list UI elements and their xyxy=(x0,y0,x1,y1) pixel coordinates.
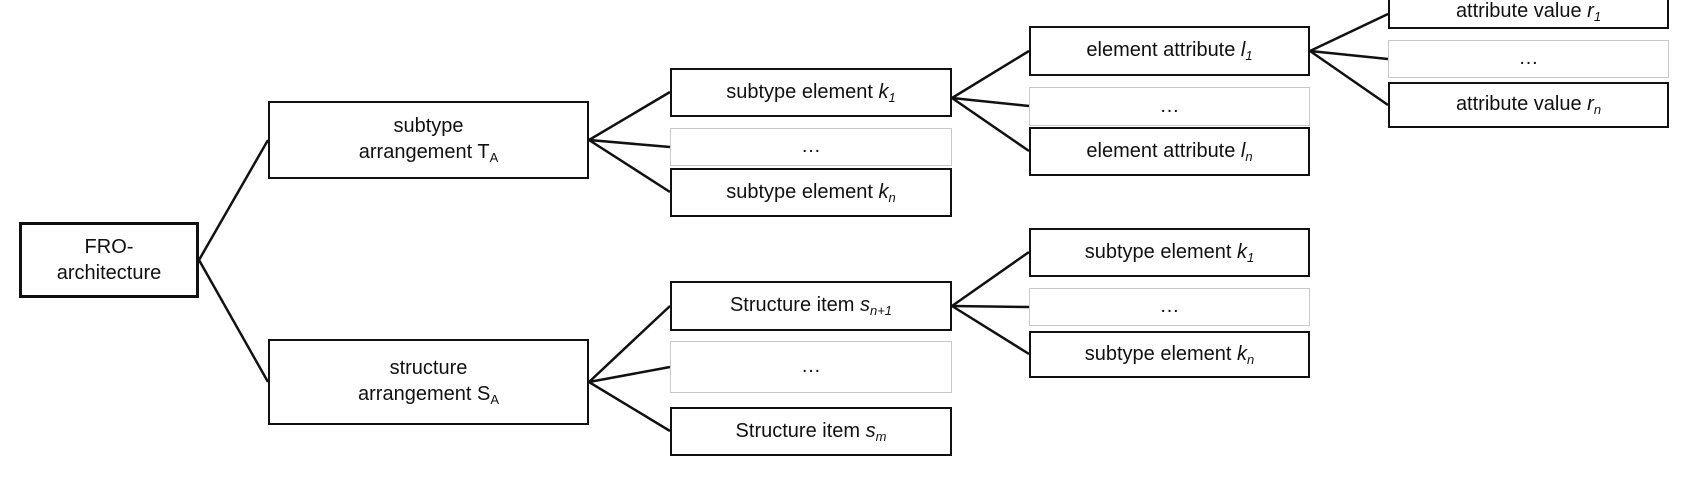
connector-line xyxy=(197,259,270,383)
node-subscript: A xyxy=(489,150,499,166)
fro-architecture-node: FRO-architecture xyxy=(19,222,199,298)
node-label: attribute value xyxy=(1455,93,1588,116)
node-label: … xyxy=(1159,295,1180,318)
node-subscript: n xyxy=(1245,148,1253,164)
node-label: Structure item xyxy=(735,419,866,442)
node-variable: r xyxy=(1587,93,1594,116)
node-variable: r xyxy=(1587,0,1594,23)
ellipsis-node-st-el-ell: … xyxy=(670,128,952,166)
ellipsis-node-sub-ell: … xyxy=(1029,288,1310,326)
node-label: … xyxy=(1159,94,1180,117)
node-variable: k xyxy=(1237,240,1248,263)
node-label: element attribute xyxy=(1086,39,1241,62)
node-s-item-n1: Structure item sn+1 xyxy=(670,281,952,331)
node-variable: l xyxy=(1240,139,1246,162)
node-subscript: 1 xyxy=(1247,249,1255,265)
node-label: subtype element xyxy=(726,80,879,103)
node-label: element attribute xyxy=(1086,139,1241,162)
node-label: structure xyxy=(389,357,468,380)
connector-line xyxy=(951,96,1030,108)
node-label: FRO- xyxy=(84,236,134,258)
ellipsis-node-s-item-ell: … xyxy=(670,341,952,393)
connector-line xyxy=(951,250,1030,308)
node-s-item-m: Structure item sm xyxy=(670,407,952,456)
connector-line xyxy=(588,138,671,194)
connector-line xyxy=(588,380,671,433)
node-variable: s xyxy=(859,294,870,317)
node-label: … xyxy=(1518,47,1539,70)
node-label: subtype element xyxy=(726,180,879,203)
node-val-rn: attribute value rn xyxy=(1388,82,1669,128)
node-label: … xyxy=(801,135,821,158)
node-variable: l xyxy=(1240,39,1246,62)
connector-line xyxy=(588,90,671,142)
node-label: arrangement S xyxy=(358,383,491,406)
connector-line xyxy=(951,304,1030,356)
node-sub-kn: subtype element kn xyxy=(1029,331,1310,378)
node-label: subtype xyxy=(393,115,464,138)
node-sub-k1: subtype element k1 xyxy=(1029,228,1310,277)
node-subscript: m xyxy=(875,428,887,444)
node-attr-ln: element attribute ln xyxy=(1029,127,1310,176)
node-subscript: 1 xyxy=(1245,48,1253,64)
connector-line xyxy=(1309,49,1389,61)
node-label: subtype element xyxy=(1084,342,1238,365)
node-variable: k xyxy=(878,180,889,203)
node-variable: s xyxy=(865,419,876,442)
connector-line xyxy=(588,138,671,149)
subtype-arrangement-node: subtype arrangement TA xyxy=(268,101,589,179)
node-label: architecture xyxy=(56,262,162,284)
node-subscript: n xyxy=(1593,102,1602,118)
connector-line xyxy=(197,139,270,261)
node-subscript: A xyxy=(490,392,499,408)
node-st-el-k1: subtype element k1 xyxy=(670,68,952,117)
node-subscript: n xyxy=(1247,351,1255,367)
node-attr-l1: element attribute l1 xyxy=(1029,26,1310,76)
connector-line xyxy=(951,304,1030,309)
node-variable: k xyxy=(878,80,889,103)
connector-line xyxy=(1309,12,1389,53)
node-label: arrangement T xyxy=(358,141,490,164)
node-label: subtype element xyxy=(1084,240,1238,263)
node-subscript: n xyxy=(888,189,896,205)
node-label: … xyxy=(801,355,821,378)
connector-line xyxy=(588,365,671,384)
connector-line xyxy=(1309,49,1389,107)
node-st-el-kn: subtype element kn xyxy=(670,168,952,217)
connector-line xyxy=(951,49,1030,100)
node-val-r1: attribute value r1 xyxy=(1388,0,1669,29)
node-label: Structure item xyxy=(729,294,860,317)
node-variable: k xyxy=(1237,342,1248,365)
connector-line xyxy=(951,96,1030,153)
node-subscript: 1 xyxy=(1593,9,1602,25)
node-label: attribute value xyxy=(1455,0,1588,23)
ellipsis-node-val-ell: … xyxy=(1388,40,1669,78)
node-subscript: n+1 xyxy=(869,303,893,319)
ellipsis-node-attr-ell: … xyxy=(1029,87,1310,126)
connector-line xyxy=(588,305,671,383)
node-subscript: 1 xyxy=(888,89,896,105)
structure-arrangement-node: structure arrangement SA xyxy=(268,339,589,425)
